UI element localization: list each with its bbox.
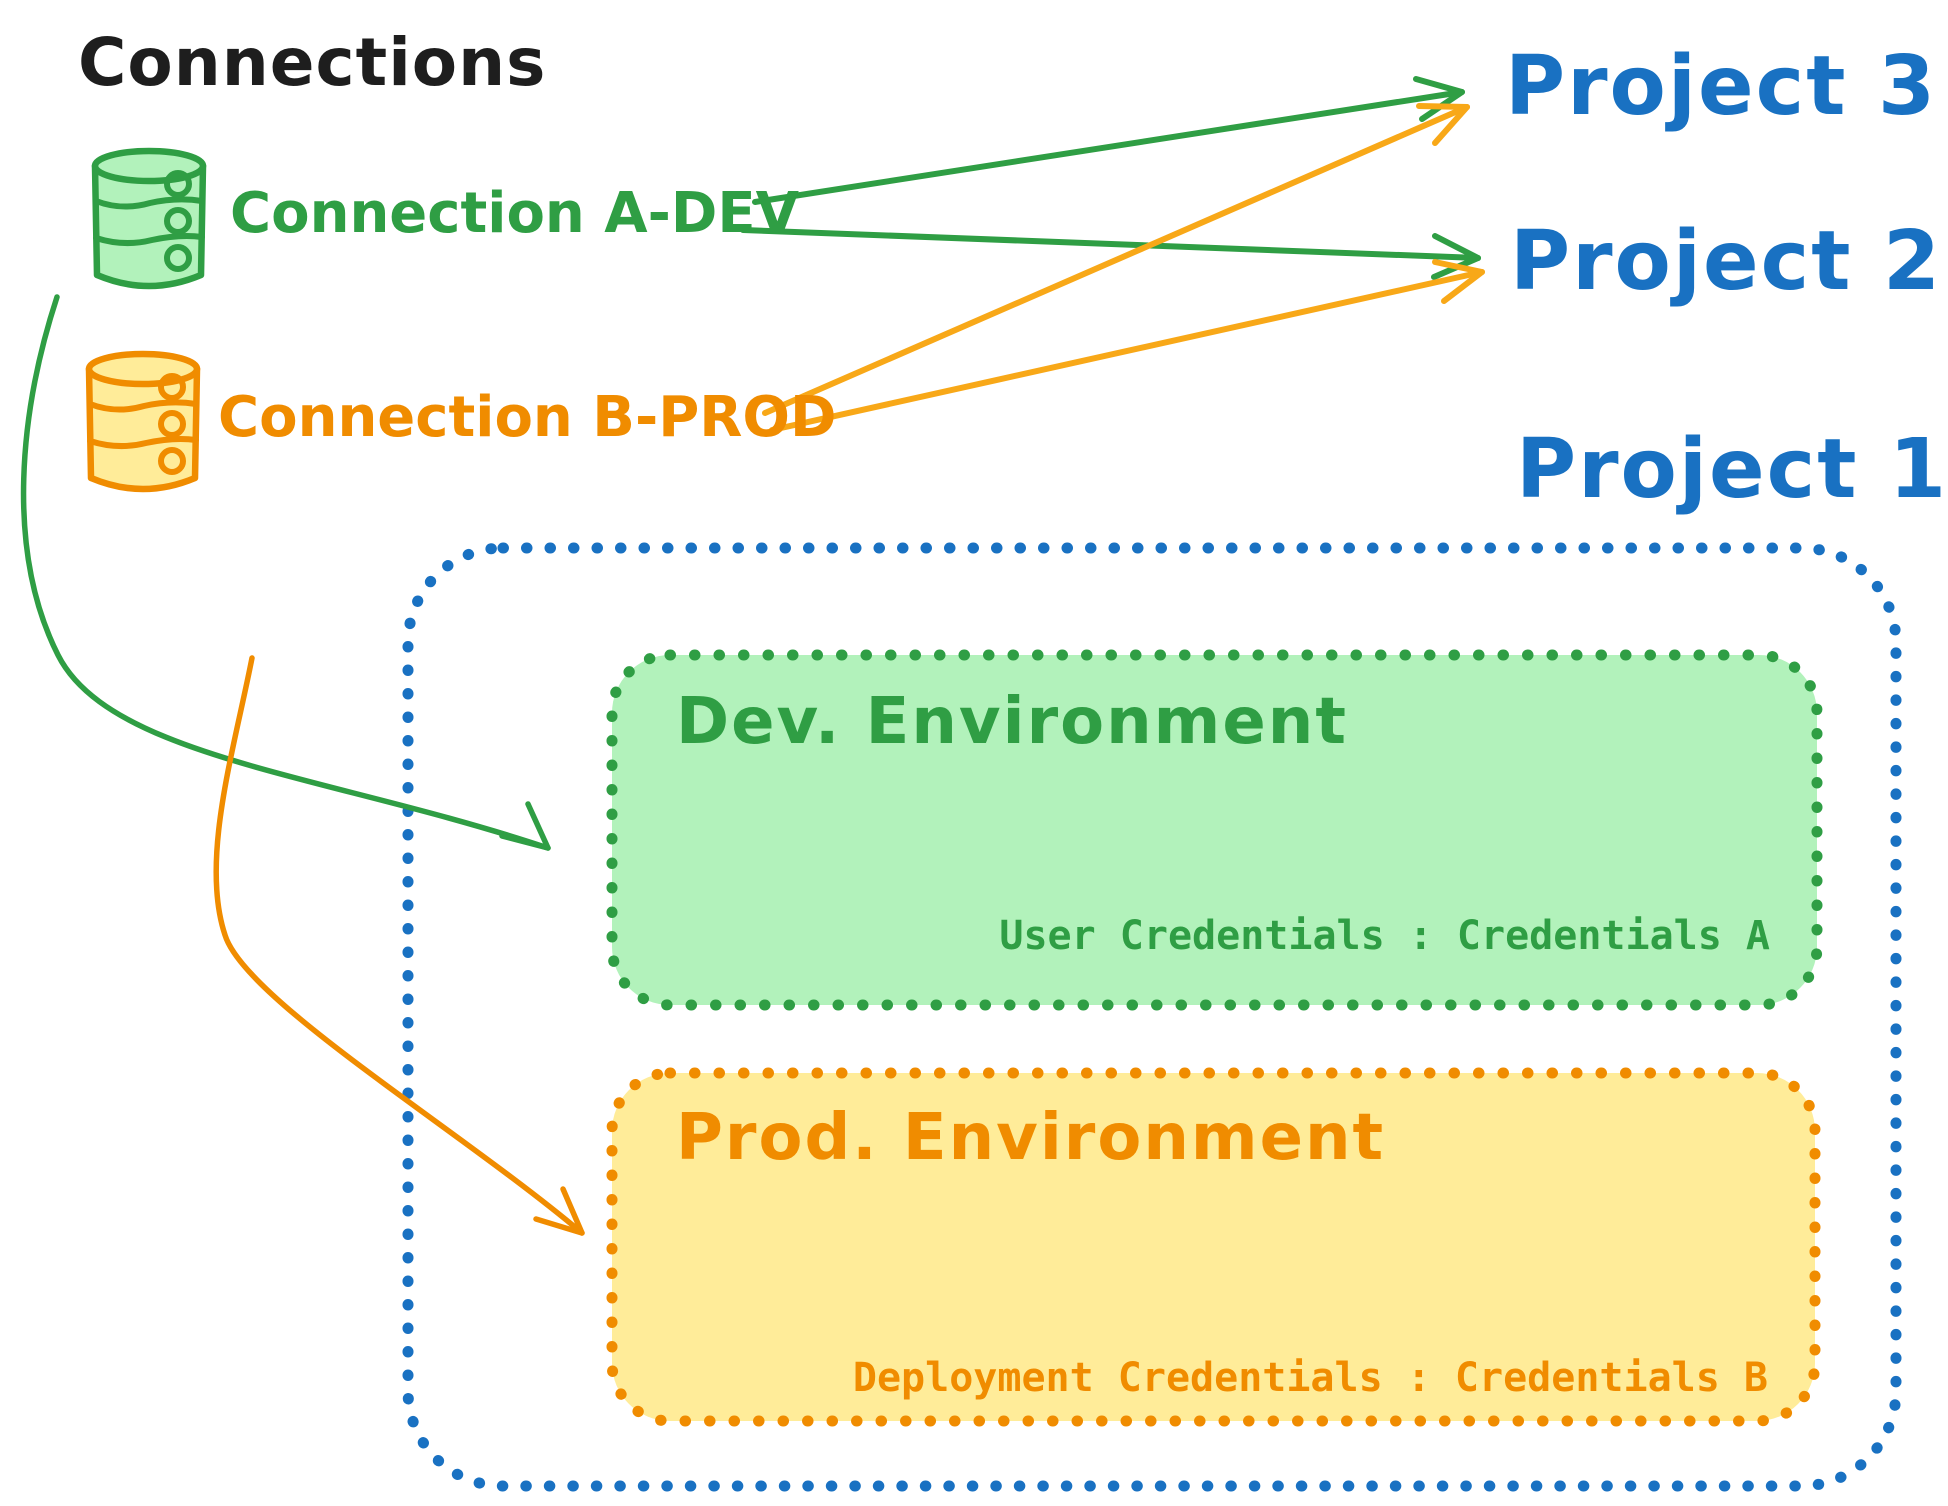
diagram-title: Connections bbox=[78, 24, 547, 101]
connection-b-prod-label: Connection B-PROD bbox=[218, 385, 837, 450]
database-a-indicator-3 bbox=[164, 244, 192, 272]
database-b-divider-1 bbox=[87, 399, 199, 413]
prod-environment-box bbox=[606, 1067, 1821, 1427]
project-1-boundary-box bbox=[402, 542, 1902, 1492]
dev-environment-credentials: User Credentials : Credentials A bbox=[999, 913, 1770, 959]
prod-environment-credentials: Deployment Credentials : Credentials B bbox=[852, 1355, 1768, 1401]
database-icon-a-dev bbox=[91, 147, 207, 290]
arrow-a-dev-to-dev-environment bbox=[20, 294, 551, 851]
database-a-indicator-1 bbox=[164, 170, 192, 198]
database-b-fill bbox=[89, 354, 197, 489]
arrow-b-prod-to-prod-environment-head bbox=[533, 1186, 585, 1236]
arrow-a-dev-to-project-3-head bbox=[1413, 76, 1465, 122]
database-a-divider-2 bbox=[93, 233, 205, 246]
arrow-a-dev-to-dev-environment-head bbox=[499, 801, 551, 851]
project-3-label: Project 3 bbox=[1505, 39, 1938, 134]
arrow-a-dev-to-project-2-head bbox=[1431, 233, 1481, 280]
database-b-divider-2 bbox=[87, 436, 199, 449]
database-a-divider-1 bbox=[93, 196, 205, 210]
project-1-label: Project 1 bbox=[1516, 422, 1948, 517]
dev-environment-title: Dev. Environment bbox=[676, 685, 1348, 759]
arrow-b-prod-to-project-3 bbox=[762, 104, 1470, 416]
prod-environment-title: Prod. Environment bbox=[676, 1101, 1386, 1175]
database-a-indicator-2 bbox=[164, 207, 192, 235]
arrow-b-prod-to-project-3-head bbox=[1416, 103, 1470, 146]
arrow-b-prod-to-prod-environment bbox=[213, 655, 585, 1236]
arrow-b-prod-to-project-2 bbox=[769, 269, 1485, 433]
arrow-a-dev-to-project-3 bbox=[752, 89, 1465, 205]
arrow-b-prod-to-project-2-head bbox=[1432, 259, 1485, 304]
database-a-body bbox=[91, 162, 207, 290]
connection-a-dev-label: Connection A-DEV bbox=[230, 181, 799, 246]
database-b-indicator-1 bbox=[158, 373, 186, 401]
database-b-indicator-3 bbox=[158, 447, 186, 475]
database-b-indicator-2 bbox=[158, 410, 186, 438]
database-b-body bbox=[85, 365, 201, 493]
database-a-fill bbox=[95, 151, 203, 286]
dev-environment-box bbox=[606, 649, 1823, 1011]
arrow-a-dev-to-project-2 bbox=[740, 227, 1481, 261]
project-2-label: Project 2 bbox=[1510, 214, 1943, 309]
database-icon-b-prod bbox=[85, 350, 201, 493]
